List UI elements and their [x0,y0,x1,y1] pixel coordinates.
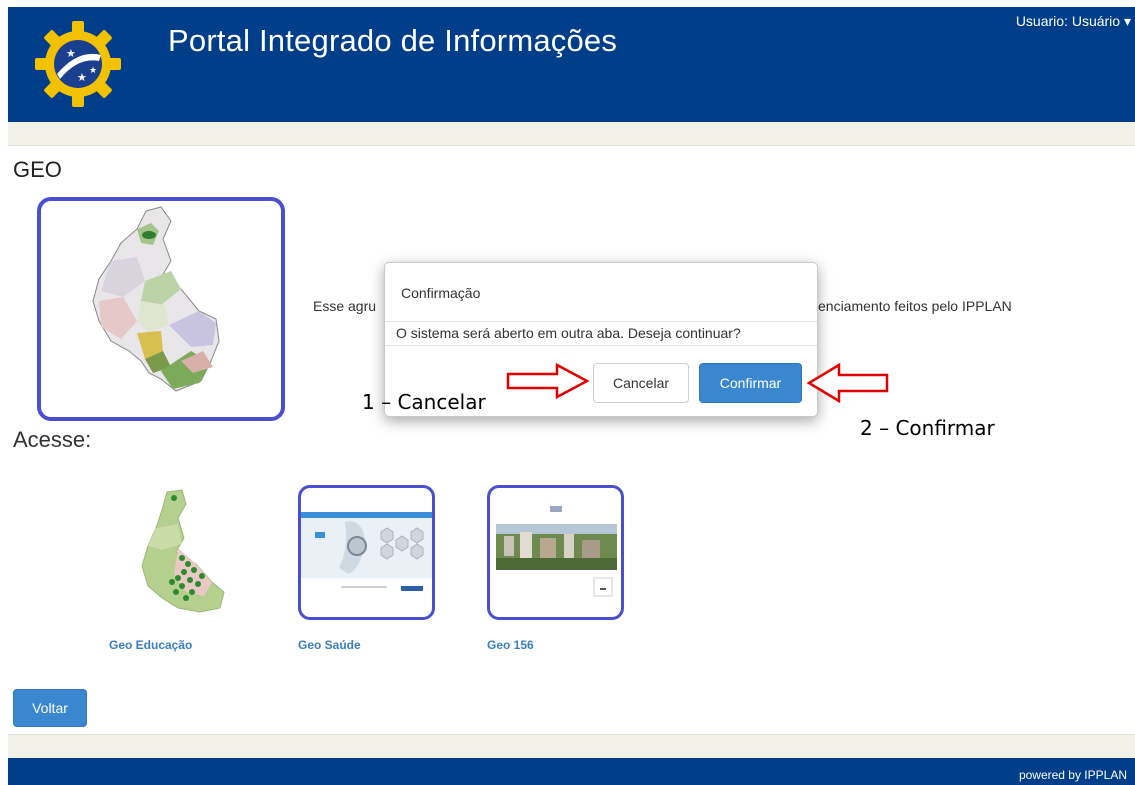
svg-text:★: ★ [66,47,76,60]
city-photo-icon [496,506,617,597]
link-geo-156[interactable]: Geo 156 [487,638,534,652]
geo-saude-thumbnail[interactable] [298,485,435,620]
dialog-divider [385,345,817,346]
map-icon [92,206,220,392]
left-arrow-annotation-icon [806,362,889,404]
svg-text:★: ★ [77,71,87,84]
cancel-button[interactable]: Cancelar [593,363,689,403]
gear-stars-logo-icon[interactable]: ★ ★ ★ [33,19,123,109]
link-geo-saude[interactable]: Geo Saúde [298,638,361,652]
app-title: Portal Integrado de Informações [168,23,618,58]
right-arrow-annotation-icon [506,362,590,400]
footer-bar: powered by IPPLAN [8,758,1135,785]
stethoscope-icon [301,512,432,591]
footer-text: powered by IPPLAN [1018,768,1127,782]
section-title: GEO [13,157,62,182]
confirm-button[interactable]: Confirmar [699,363,802,403]
dialog-divider [385,321,817,322]
footer-subbar [8,734,1135,758]
subheader-bar [8,122,1135,146]
description-text-left: Esse agru [313,298,377,314]
back-button[interactable]: Voltar [13,689,87,727]
link-geo-educacao[interactable]: Geo Educação [109,638,193,652]
description-text-right: enciamento feitos pelo IPPLAN [818,298,1012,314]
cancel-annotation: 1 – Cancelar [362,390,486,414]
geo-educacao-thumbnail[interactable] [109,485,246,620]
svg-text:★: ★ [89,66,97,76]
header-bar: ★ ★ ★ Portal Integrado de Informações Us… [8,7,1135,122]
access-title: Acesse: [13,427,92,452]
confirm-annotation: 2 – Confirmar [860,416,995,440]
geo-map-image [37,197,285,421]
confirmation-dialog: Confirmação O sistema será aberto em out… [384,262,818,417]
user-menu-dropdown[interactable]: Usuario: Usuário ▾ [1015,13,1131,29]
dialog-title: Confirmação [401,285,481,301]
map-icon [141,489,225,613]
geo-156-thumbnail[interactable] [487,485,624,620]
dialog-message: O sistema será aberto em outra aba. Dese… [396,325,741,341]
